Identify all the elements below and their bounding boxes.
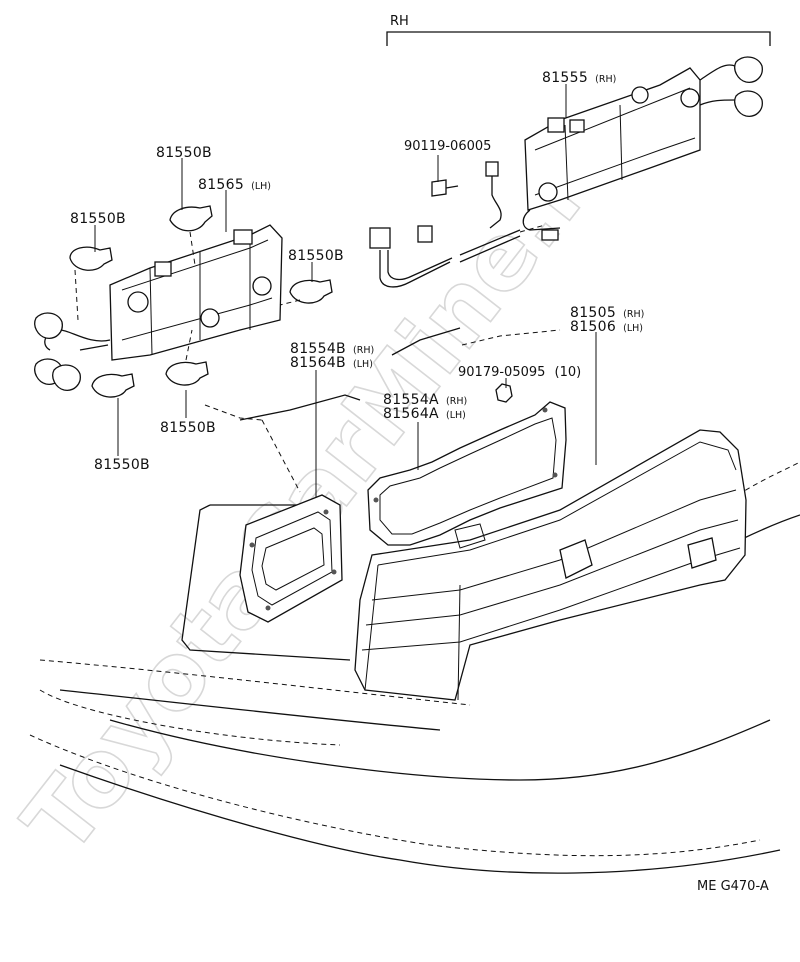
wire-harness [369,161,546,288]
rear-lamp-lens-81505 [354,429,747,701]
rh-bracket: RH [386,14,771,46]
bulb-bottom-left [91,373,135,398]
callout-81550b-top: 81550B [156,145,212,161]
callout-81554a: 81554A (RH) [383,389,467,408]
drawing-code: ME G470-A [697,879,769,894]
rh-label: RH [390,14,409,29]
callout-81564b: 81564B (LH) [290,352,373,371]
gasket-81554b [239,494,343,623]
callout-81550b-right: 81550B [288,248,344,264]
nut-90179 [495,383,513,403]
bulb-right [289,279,333,304]
callout-90119: 90119-06005 [404,139,491,154]
callout-90179: 90179-05095 (10) [458,361,581,380]
bulb-top [169,205,213,232]
vehicle-body-outline [29,327,800,874]
callout-81550b-center: 81550B [160,420,216,436]
callout-81506: 81506 (LH) [570,316,643,335]
callout-labels: 81550B 81565 (LH) 81550B 81550B 81550B 8… [70,67,644,473]
bulb-left [69,246,113,271]
callout-81550b-bottom: 81550B [94,457,150,473]
socket-wire-81565 [34,224,283,391]
gasket-81554a [367,401,567,546]
callout-81554b: 81554B (RH) [290,338,374,357]
callout-81564a: 81564A (LH) [383,403,466,422]
callout-81505: 81505 (RH) [570,302,644,321]
bulb-bottom-center [165,361,209,386]
leader-lines [94,84,597,498]
callout-81565: 81565 (LH) [198,174,271,193]
callout-81555: 81555 (RH) [542,67,616,86]
bulbs-81550b-lh [69,205,333,398]
socket-wire-81555 [522,56,763,241]
callout-81550b-left: 81550B [70,211,126,227]
